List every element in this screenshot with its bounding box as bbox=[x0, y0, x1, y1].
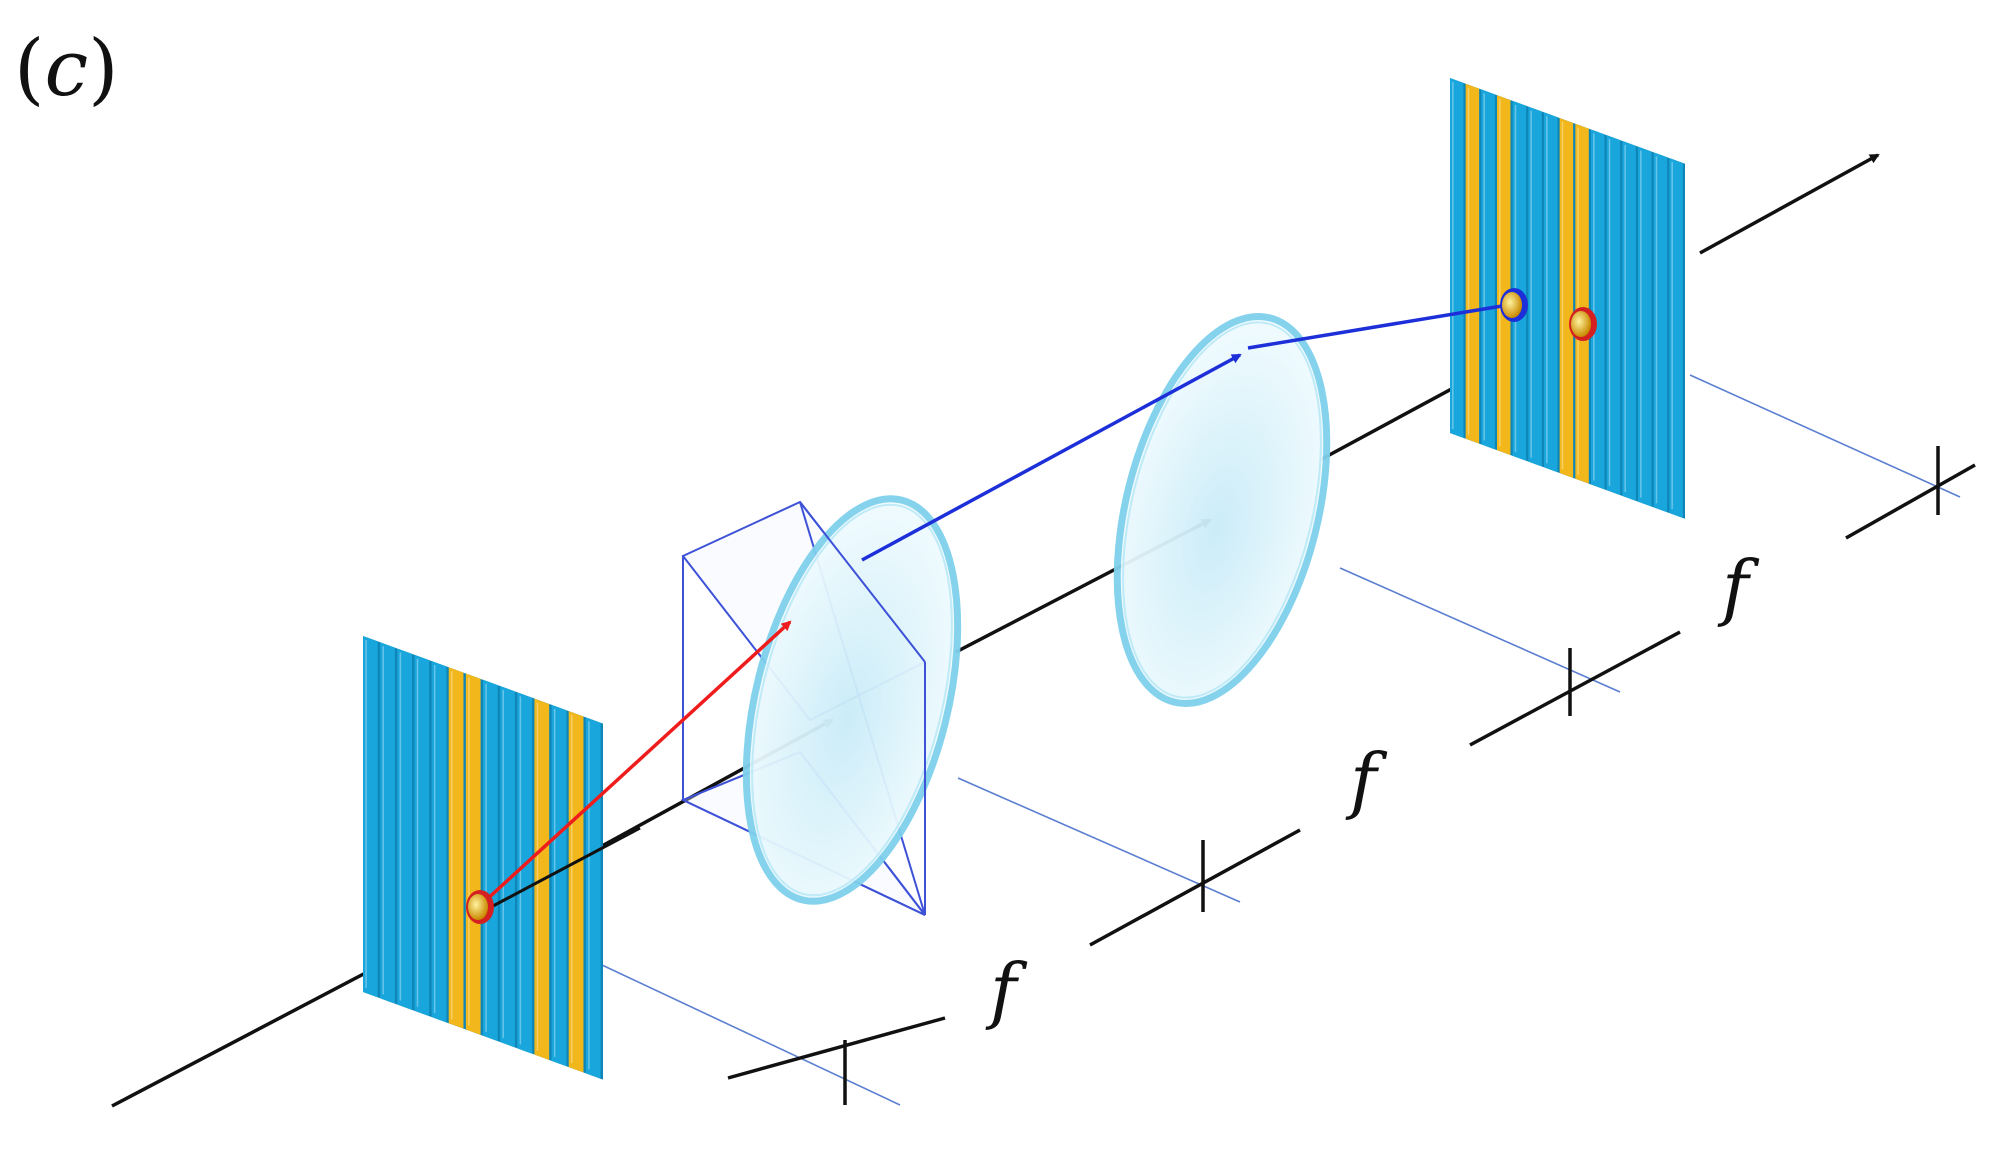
grating-stripe-blue bbox=[1481, 89, 1495, 450]
spot-output-blue bbox=[1500, 288, 1528, 322]
red-ray bbox=[482, 620, 792, 904]
grating-stripe-blue bbox=[1512, 100, 1527, 461]
grating-stripe-yellow bbox=[1465, 83, 1480, 444]
grating-stripe-blue bbox=[1622, 140, 1636, 501]
grating-stripe-blue bbox=[1591, 129, 1605, 490]
guide-lines bbox=[601, 374, 1961, 1106]
blue-ray-1 bbox=[861, 353, 1242, 562]
grating-stripe-blue bbox=[517, 692, 533, 1054]
spot-output-red bbox=[1569, 307, 1597, 341]
grating-stripe-blue bbox=[585, 717, 601, 1079]
grating-stripe-blue bbox=[1638, 146, 1652, 507]
grating-stripe-yellow bbox=[465, 673, 481, 1035]
dimension-lines bbox=[727, 446, 1976, 1105]
output-grating bbox=[1450, 78, 1685, 519]
grating-stripe-blue bbox=[1528, 106, 1542, 467]
grating-stripe-blue bbox=[1669, 158, 1683, 518]
spot-input bbox=[466, 890, 494, 924]
grating-stripe-blue bbox=[500, 686, 515, 1048]
dimension-label-f-3: f bbox=[1717, 545, 1760, 629]
grating-stripe-blue bbox=[1450, 78, 1464, 438]
grating-stripe-blue bbox=[1606, 135, 1621, 496]
grating-stripe-yellow bbox=[1497, 95, 1511, 456]
blue-ray-2 bbox=[1247, 303, 1509, 350]
grating-stripe-blue bbox=[397, 648, 413, 1010]
grating-stripe-blue bbox=[1544, 112, 1558, 473]
input-grating bbox=[363, 636, 603, 1080]
grating-stripe-blue bbox=[363, 636, 378, 998]
grating-stripe-blue bbox=[483, 679, 498, 1042]
lens-2 bbox=[1113, 312, 1331, 708]
cube-front-edges bbox=[799, 501, 926, 915]
optical-axis-front bbox=[475, 826, 641, 917]
dimension-label-f-1: f bbox=[985, 948, 1028, 1032]
grating-stripe-yellow bbox=[448, 667, 464, 1029]
grating-stripe-yellow bbox=[568, 711, 584, 1073]
lens-1 bbox=[742, 495, 962, 905]
grating-stripe-blue bbox=[1653, 152, 1668, 513]
grating-stripe-blue bbox=[551, 704, 567, 1067]
panel-label: (c) bbox=[14, 24, 119, 114]
dimension-label-f-2: f bbox=[1345, 738, 1388, 822]
grating-stripe-yellow bbox=[1575, 123, 1589, 484]
grating-stripe-blue bbox=[431, 661, 447, 1023]
rays bbox=[482, 303, 1509, 904]
grating-stripe-yellow bbox=[1559, 118, 1574, 478]
grating-stripe-blue bbox=[380, 642, 395, 1004]
grating-stripe-blue bbox=[414, 654, 430, 1017]
